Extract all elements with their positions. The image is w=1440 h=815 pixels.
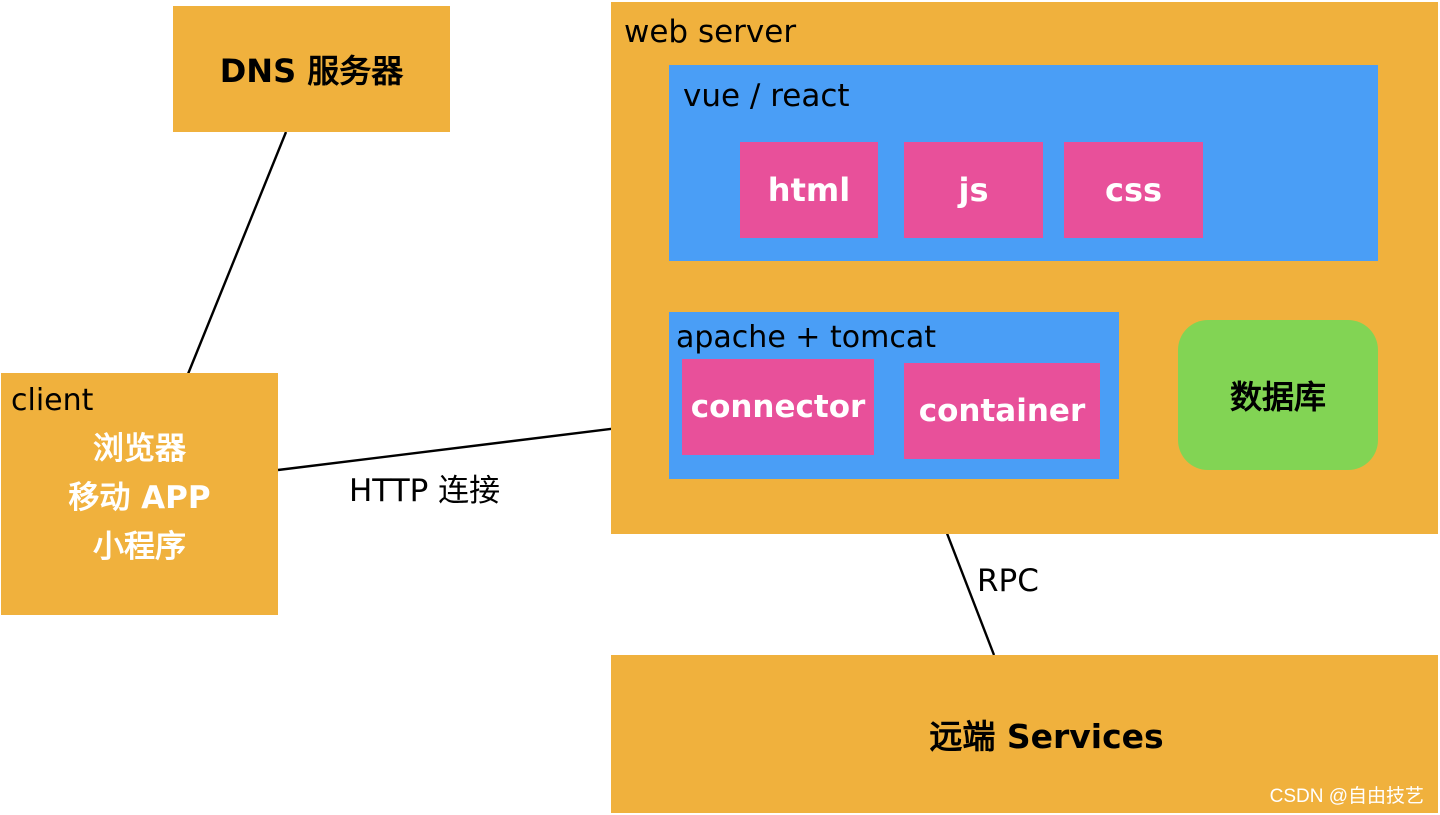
css-label: css: [1104, 171, 1163, 209]
database-label: 数据库: [1229, 378, 1326, 416]
backend-server-box: apache + tomcat connector container: [669, 312, 1119, 479]
html-label: html: [767, 171, 851, 209]
connector-label: connector: [690, 389, 866, 425]
js-box: js: [904, 142, 1043, 238]
container-box: container: [904, 363, 1100, 459]
js-label: js: [958, 171, 989, 209]
database-box: 数据库: [1178, 320, 1378, 470]
client-line-mobile-app: 移动 APP: [68, 480, 211, 516]
http-connection-label: HTTP 连接: [349, 473, 501, 509]
dns-client-line: [186, 131, 288, 375]
web-server-box: web server vue / react html js css apach…: [611, 2, 1438, 534]
html-box: html: [740, 142, 878, 238]
dns-server-box: DNS 服务器: [173, 6, 450, 132]
csdn-watermark: CSDN @自由技艺: [1269, 786, 1424, 807]
client-line-mini-program: 小程序: [93, 529, 186, 565]
dns-server-label: DNS 服务器: [219, 52, 404, 90]
rpc-label: RPC: [977, 563, 1039, 599]
frontend-framework-box: vue / react html js css: [669, 65, 1378, 261]
web-server-title: web server: [624, 14, 797, 50]
client-box: client 浏览器 移动 APP 小程序: [1, 373, 278, 615]
client-title: client: [11, 383, 94, 418]
remote-services-label: 远端 Services: [929, 717, 1164, 756]
client-line-browser: 浏览器: [93, 431, 186, 467]
connector-box: connector: [682, 359, 874, 455]
container-label: container: [918, 393, 1086, 429]
remote-services-box: 远端 Services: [611, 655, 1438, 813]
backend-server-title: apache + tomcat: [676, 320, 936, 355]
client-lines: 浏览器 移动 APP 小程序: [1, 425, 278, 572]
css-box: css: [1064, 142, 1203, 238]
frontend-framework-title: vue / react: [683, 78, 850, 114]
